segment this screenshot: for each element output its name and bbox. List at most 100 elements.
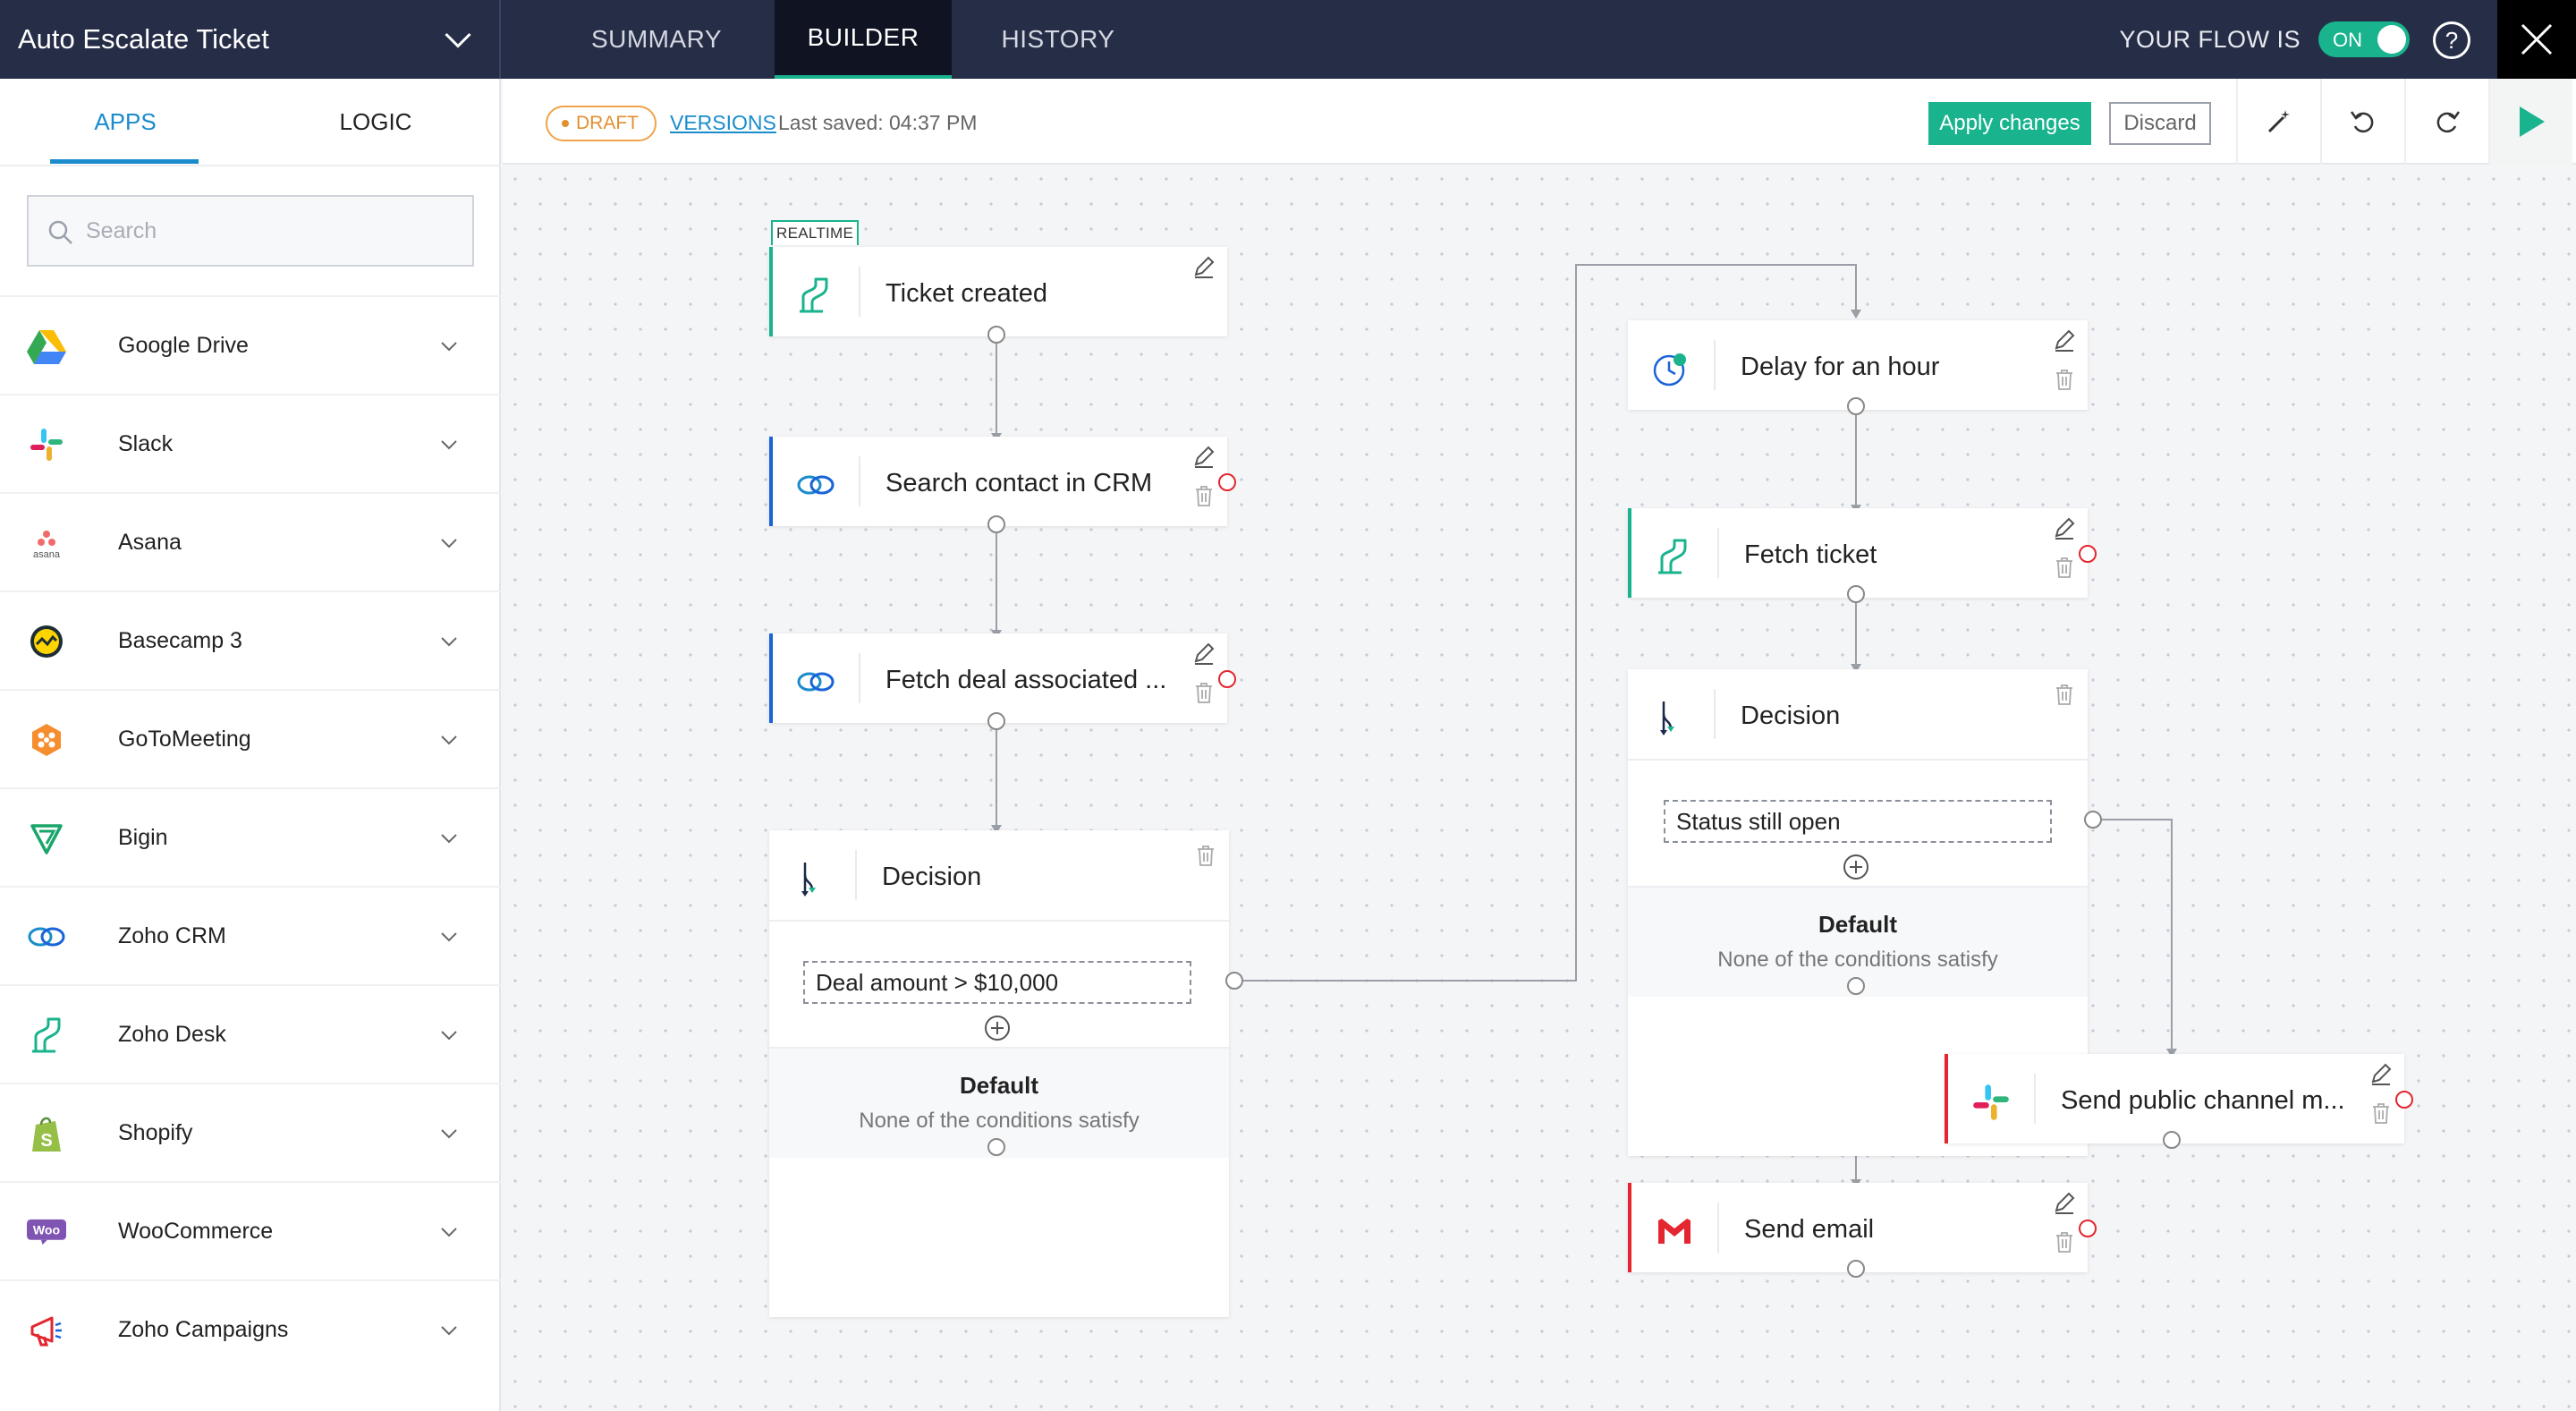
default-subtitle: None of the conditions satisfy	[1717, 948, 1998, 972]
node-decision-1[interactable]: Decision Deal amount > $10,000 Default N…	[769, 830, 1229, 1317]
flow-canvas[interactable]: REALTIME Ticket created Search contact i…	[503, 166, 2576, 1411]
condition-port[interactable]	[2084, 811, 2102, 829]
tab-logic[interactable]: LOGIC	[339, 107, 412, 135]
node-title: Search contact in CRM	[886, 469, 1153, 497]
zoho-desk-icon	[27, 1016, 66, 1055]
decision-branch-icon	[801, 863, 816, 897]
zoho-crm-icon	[27, 917, 66, 956]
node-send-slack[interactable]: Send public channel m...	[1945, 1054, 2404, 1143]
app-item-zoho-crm[interactable]: Zoho CRM	[0, 886, 501, 984]
app-item-bigin[interactable]: Bigin	[0, 787, 501, 886]
error-port[interactable]	[2079, 1220, 2097, 1237]
chevron-down-icon	[441, 834, 457, 844]
tab-history[interactable]: HISTORY	[1001, 25, 1115, 53]
app-item-google-drive[interactable]: Google Drive	[0, 295, 501, 394]
realtime-tag: REALTIME	[771, 220, 860, 245]
trash-icon[interactable]	[2368, 1101, 2394, 1126]
toggle-label: ON	[2333, 29, 2362, 51]
search-box	[27, 195, 474, 267]
output-port[interactable]	[2163, 1131, 2181, 1149]
node-delay[interactable]: Delay for an hour	[1628, 320, 2088, 410]
output-port[interactable]	[987, 515, 1005, 533]
close-button[interactable]	[2497, 0, 2576, 79]
output-port[interactable]	[1847, 1260, 1865, 1278]
trash-icon[interactable]	[2052, 1229, 2077, 1254]
output-port[interactable]	[987, 1138, 1005, 1156]
bigin-icon	[27, 819, 66, 858]
app-item-slack[interactable]: Slack	[0, 394, 501, 492]
node-title: Ticket created	[886, 279, 1048, 308]
divider	[1717, 528, 1719, 578]
trash-icon[interactable]	[2052, 682, 2077, 707]
tab-summary[interactable]: SUMMARY	[590, 25, 723, 53]
undo-icon	[2350, 111, 2374, 133]
trash-icon[interactable]	[2052, 555, 2077, 580]
add-condition-icon[interactable]	[1843, 854, 1869, 880]
app-item-asana[interactable]: asana Asana	[0, 492, 501, 591]
chevron-down-icon	[441, 735, 457, 745]
versions-link[interactable]: VERSIONS	[670, 111, 776, 134]
app-label: Zoho Campaigns	[118, 1316, 289, 1342]
trash-icon[interactable]	[1191, 483, 1216, 508]
edit-icon[interactable]	[2368, 1061, 2394, 1086]
redo-icon	[2436, 111, 2461, 133]
help-icon[interactable]: ?	[2433, 21, 2470, 59]
zoho-desk-icon	[800, 277, 828, 313]
flow-title-dropdown[interactable]: Auto Escalate Ticket	[0, 0, 501, 79]
tab-builder[interactable]: BUILDER	[775, 0, 952, 79]
divider	[2034, 1074, 2036, 1124]
trash-icon[interactable]	[1191, 680, 1216, 705]
app-label: GoToMeeting	[118, 726, 251, 752]
undo-button[interactable]	[2320, 79, 2404, 165]
app-item-zoho-campaigns[interactable]: Zoho Campaigns	[0, 1279, 501, 1378]
auto-arrange-button[interactable]	[2236, 79, 2320, 165]
edit-icon[interactable]	[2052, 515, 2077, 540]
output-port[interactable]	[1847, 585, 1865, 603]
divider	[859, 456, 860, 506]
redo-button[interactable]	[2404, 79, 2488, 165]
node-search-contact[interactable]: Search contact in CRM	[769, 437, 1227, 526]
add-condition-icon[interactable]	[984, 1015, 1011, 1041]
discard-button[interactable]: Discard	[2109, 102, 2211, 145]
app-list: Google Drive Slack asana Asana Basecamp …	[0, 295, 501, 1378]
error-port[interactable]	[1218, 473, 1236, 491]
search-input[interactable]	[86, 217, 444, 244]
edit-icon[interactable]	[1191, 641, 1216, 666]
edit-icon[interactable]	[1191, 254, 1216, 279]
condition-deal-amount[interactable]: Deal amount > $10,000	[803, 961, 1191, 1004]
edit-icon[interactable]	[1191, 444, 1216, 469]
tab-apps[interactable]: APPS	[94, 107, 157, 135]
condition-status-open[interactable]: Status still open	[1664, 800, 2052, 843]
app-item-gotomeeting[interactable]: GoToMeeting	[0, 689, 501, 787]
trash-icon[interactable]	[1193, 843, 1218, 868]
zoho-campaigns-icon	[27, 1311, 66, 1350]
edit-icon[interactable]	[2052, 327, 2077, 353]
error-port[interactable]	[1218, 670, 1236, 688]
apply-changes-button[interactable]: Apply changes	[1928, 102, 2091, 145]
app-item-woocommerce[interactable]: Woo WooCommerce	[0, 1181, 501, 1279]
node-fetch-ticket[interactable]: Fetch ticket	[1628, 508, 2088, 598]
node-send-email[interactable]: Send email	[1628, 1183, 2088, 1272]
condition-port[interactable]	[1225, 972, 1243, 990]
node-ticket-created[interactable]: Ticket created	[769, 247, 1227, 336]
output-port[interactable]	[987, 712, 1005, 730]
run-flow-button[interactable]	[2488, 79, 2572, 165]
error-port[interactable]	[2079, 545, 2097, 563]
app-item-basecamp[interactable]: Basecamp 3	[0, 591, 501, 689]
app-item-zoho-desk[interactable]: Zoho Desk	[0, 984, 501, 1083]
error-port[interactable]	[2395, 1091, 2413, 1109]
zoho-crm-icon	[797, 672, 835, 692]
active-tab-indicator	[50, 159, 199, 164]
decision-body: Deal amount > $10,000 Default None of th…	[769, 920, 1229, 1158]
app-item-shopify[interactable]: S Shopify	[0, 1083, 501, 1181]
node-fetch-deal[interactable]: Fetch deal associated ...	[769, 633, 1227, 723]
flow-on-toggle[interactable]: ON	[2318, 21, 2410, 57]
node-title: Fetch deal associated ...	[886, 666, 1167, 694]
output-port[interactable]	[1847, 397, 1865, 415]
output-port[interactable]	[1847, 977, 1865, 995]
edit-icon[interactable]	[2052, 1190, 2077, 1215]
trash-icon[interactable]	[2052, 367, 2077, 392]
app-label: Zoho CRM	[118, 922, 226, 948]
output-port[interactable]	[987, 326, 1005, 344]
svg-text:S: S	[40, 1131, 52, 1151]
